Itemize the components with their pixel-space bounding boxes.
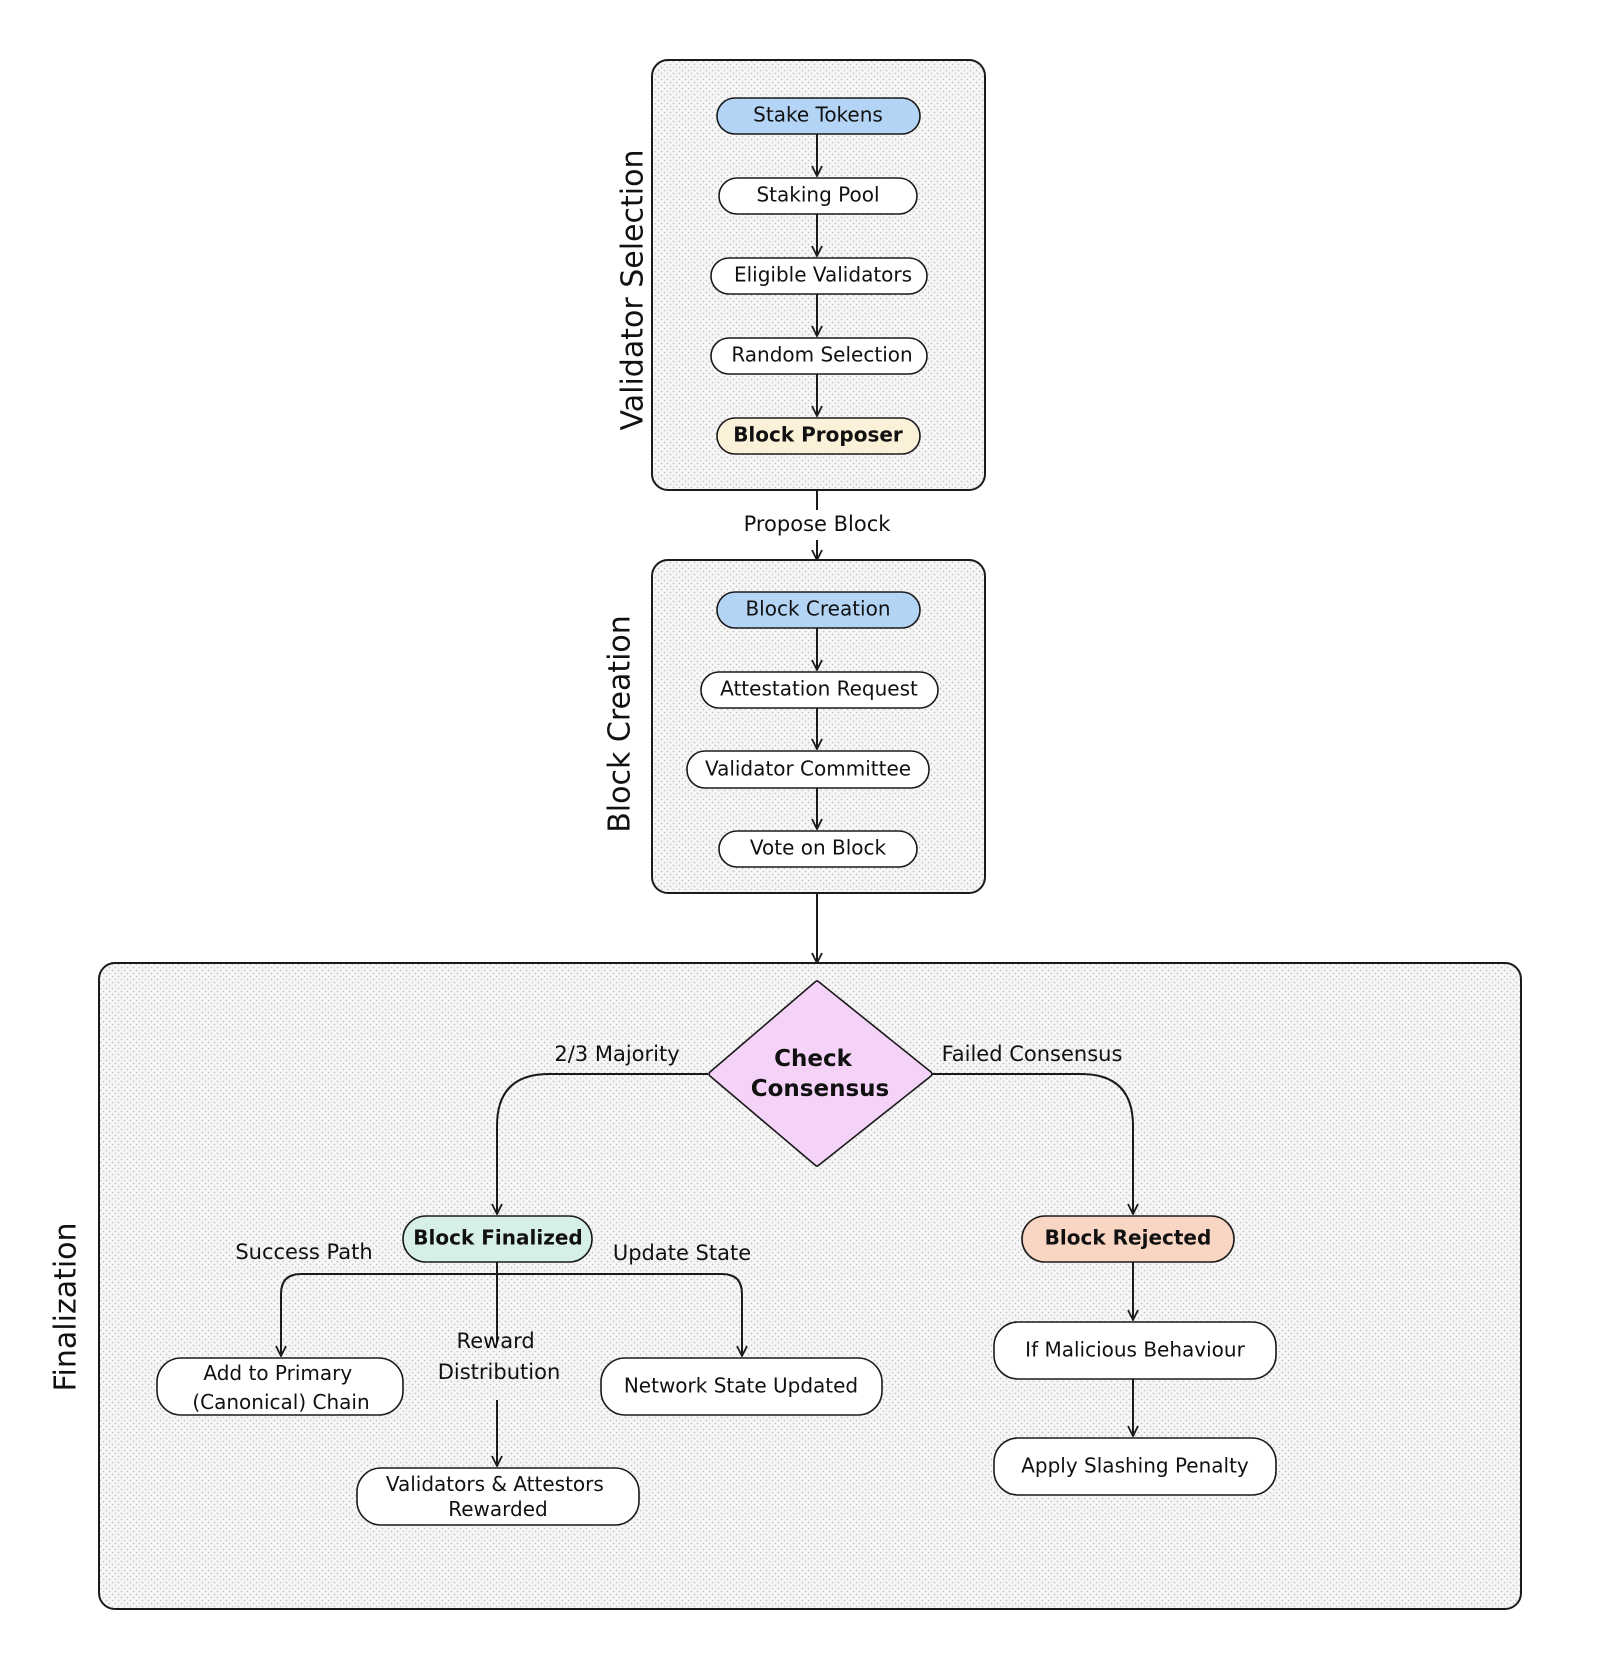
- node-if-malicious-behaviour-label: If Malicious Behaviour: [1025, 1338, 1245, 1362]
- node-apply-slashing-penalty[interactable]: Apply Slashing Penalty: [993, 1437, 1277, 1496]
- node-stake-tokens[interactable]: Stake Tokens: [716, 97, 921, 135]
- node-eligible-validators[interactable]: Eligible Validators: [710, 257, 928, 295]
- node-block-finalized[interactable]: Block Finalized: [402, 1215, 593, 1263]
- edge-label-propose-block: Propose Block: [744, 512, 892, 536]
- node-apply-slashing-penalty-label: Apply Slashing Penalty: [1021, 1454, 1249, 1478]
- node-add-to-primary-chain[interactable]: Add to Primary (Canonical) Chain: [156, 1357, 404, 1416]
- node-if-malicious-behaviour[interactable]: If Malicious Behaviour: [993, 1321, 1277, 1380]
- node-check-consensus[interactable]: Check Consensus: [708, 980, 933, 1167]
- node-validators-attestors-rewarded[interactable]: Validators & Attestors Rewarded: [356, 1467, 640, 1526]
- node-attestation-request[interactable]: Attestation Request: [700, 671, 939, 709]
- node-block-creation[interactable]: Block Creation: [716, 591, 921, 629]
- node-attestation-request-label: Attestation Request: [720, 677, 918, 701]
- edge-label-success-path: Success Path: [235, 1240, 372, 1264]
- node-validator-committee-label: Validator Committee: [705, 757, 911, 781]
- node-check-consensus-label: Check Consensus: [751, 1046, 889, 1102]
- node-validator-committee[interactable]: Validator Committee: [686, 750, 930, 789]
- node-validators-attestors-rewarded-label: Validators & Attestors Rewarded: [386, 1472, 610, 1521]
- node-eligible-validators-label: Eligible Validators: [734, 263, 912, 287]
- group-label-block-creation: Block Creation: [603, 615, 638, 833]
- node-block-proposer-label: Block Proposer: [733, 423, 903, 447]
- node-network-state-updated-label: Network State Updated: [624, 1374, 858, 1398]
- node-vote-on-block[interactable]: Vote on Block: [718, 830, 918, 868]
- edge-label-reward-distribution: Reward Distribution: [438, 1329, 561, 1384]
- node-block-rejected[interactable]: Block Rejected: [1021, 1215, 1235, 1263]
- node-block-rejected-label: Block Rejected: [1045, 1226, 1212, 1250]
- node-random-selection[interactable]: Random Selection: [710, 337, 928, 375]
- group-label-finalization: Finalization: [49, 1222, 84, 1391]
- edge-update-state: [497, 1273, 742, 1356]
- node-staking-pool[interactable]: Staking Pool: [718, 177, 918, 215]
- edge-failed-consensus: [931, 1073, 1133, 1214]
- node-stake-tokens-label: Stake Tokens: [753, 103, 883, 127]
- node-block-creation-label: Block Creation: [745, 597, 890, 621]
- edge-majority: [497, 1073, 708, 1214]
- node-block-proposer[interactable]: Block Proposer: [716, 417, 921, 455]
- edge-label-failed-consensus: Failed Consensus: [942, 1042, 1123, 1066]
- node-staking-pool-label: Staking Pool: [756, 183, 879, 207]
- node-block-finalized-label: Block Finalized: [413, 1226, 582, 1250]
- node-network-state-updated[interactable]: Network State Updated: [600, 1357, 883, 1416]
- edge-label-update-state: Update State: [613, 1241, 751, 1265]
- node-random-selection-label: Random Selection: [731, 343, 912, 367]
- group-label-validator-selection: Validator Selection: [616, 150, 651, 431]
- edge-success-path: [281, 1273, 497, 1356]
- node-vote-on-block-label: Vote on Block: [750, 836, 887, 860]
- edge-label-majority: 2/3 Majority: [554, 1042, 679, 1066]
- node-add-to-primary-chain-label: Add to Primary (Canonical) Chain: [192, 1361, 369, 1414]
